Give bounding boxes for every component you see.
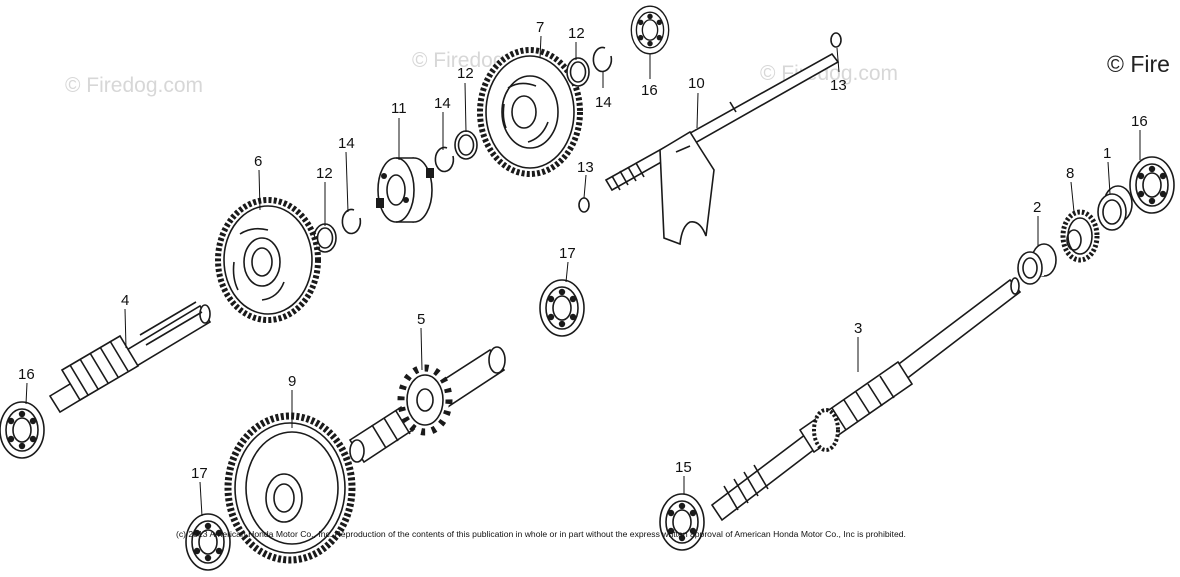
bearing-16-right bbox=[1129, 156, 1175, 214]
corner-watermark: © Fire bbox=[1107, 51, 1170, 77]
callout-16-right: 16 bbox=[1131, 113, 1148, 130]
callout-9: 9 bbox=[288, 373, 296, 390]
bearing-16-left bbox=[0, 401, 45, 459]
shaft-4 bbox=[48, 301, 212, 414]
snapring-14-mid bbox=[434, 146, 455, 173]
bearing-15 bbox=[659, 493, 705, 551]
shift-fork-10 bbox=[604, 52, 840, 246]
bearing-17-bottom bbox=[185, 513, 231, 571]
watermark-1: © Firedog.com bbox=[65, 74, 203, 97]
callout-14-mid: 14 bbox=[434, 95, 451, 112]
callout-6: 6 bbox=[254, 153, 262, 170]
hub-11 bbox=[376, 157, 434, 223]
copyright-notice: (c) 2013 American Honda Motor Co., Inc. … bbox=[176, 529, 906, 539]
callout-17-mid: 17 bbox=[559, 245, 576, 262]
callout-3: 3 bbox=[854, 320, 862, 337]
callout-14-top: 14 bbox=[595, 94, 612, 111]
shaft-3 bbox=[710, 277, 1022, 522]
callout-1: 1 bbox=[1103, 145, 1111, 162]
leader-lines bbox=[25, 35, 1141, 517]
callout-13-top: 13 bbox=[830, 77, 847, 94]
snapring-14-upper-right bbox=[592, 46, 613, 73]
callout-16-left: 16 bbox=[18, 366, 35, 383]
callout-11: 11 bbox=[391, 100, 407, 117]
collar-1 bbox=[1097, 185, 1133, 231]
callout-4: 4 bbox=[121, 292, 129, 309]
bearing-16-top bbox=[630, 5, 670, 55]
gear-7 bbox=[477, 47, 583, 177]
ring-13-top bbox=[830, 32, 842, 48]
gear-9 bbox=[224, 412, 356, 564]
washer-12-mid bbox=[454, 130, 478, 160]
gear-8 bbox=[1060, 209, 1100, 263]
sprocket-shaft-5 bbox=[348, 346, 506, 464]
washer-12-upper-right bbox=[566, 57, 590, 87]
callout-labels: 7 12 14 16 13 12 14 11 10 13 14 12 6 17 … bbox=[18, 19, 1148, 482]
callout-12-top: 12 bbox=[568, 25, 585, 42]
callout-12-mid: 12 bbox=[457, 65, 474, 82]
gear-6 bbox=[215, 197, 321, 323]
callout-5: 5 bbox=[417, 311, 425, 328]
callout-16-top: 16 bbox=[641, 82, 658, 99]
callout-17-bottom: 17 bbox=[191, 465, 208, 482]
callout-12-left: 12 bbox=[316, 165, 333, 182]
callout-14-left: 14 bbox=[338, 135, 355, 152]
callout-10: 10 bbox=[688, 75, 705, 92]
callout-8: 8 bbox=[1066, 165, 1074, 182]
ring-13-middle bbox=[578, 197, 590, 213]
snapring-14-left bbox=[341, 208, 362, 235]
bushing-2 bbox=[1017, 243, 1057, 285]
callout-15: 15 bbox=[675, 459, 692, 476]
callout-2: 2 bbox=[1033, 199, 1041, 216]
bearing-17-middle bbox=[539, 279, 585, 337]
callout-7: 7 bbox=[536, 19, 544, 36]
callout-13-mid: 13 bbox=[577, 159, 594, 176]
